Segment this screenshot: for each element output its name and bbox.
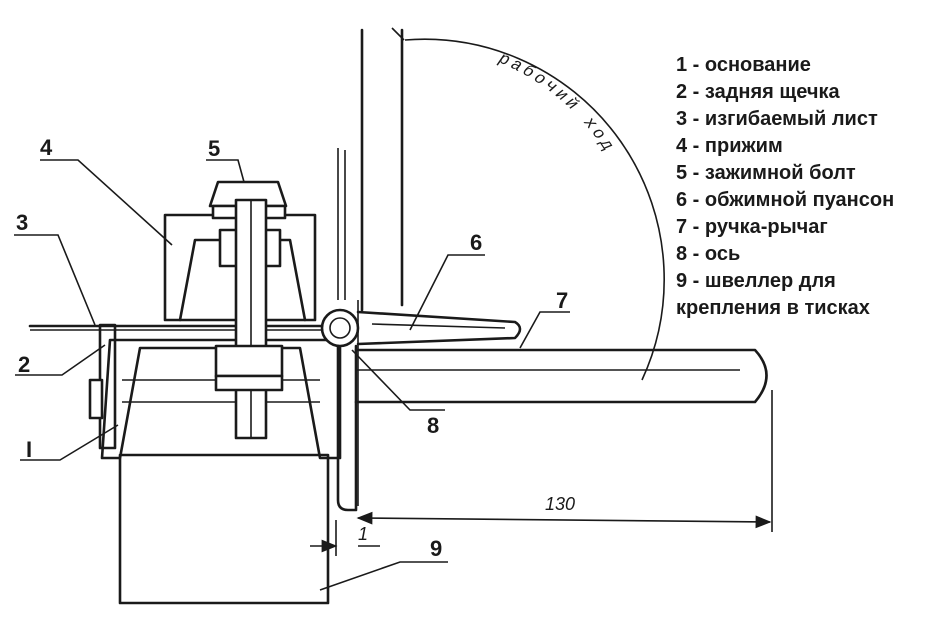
leader-lines — [14, 159, 570, 591]
legend-item: 7 - ручка-рычаг — [676, 216, 828, 238]
legend-item: 1 - основание — [676, 54, 811, 76]
rear-cheek-2 — [88, 323, 117, 450]
working-stroke-arc: рабочий ход — [404, 38, 665, 381]
crimp-punch-6 — [356, 310, 522, 346]
legend-item: 6 - обжимной пуансон — [676, 189, 895, 211]
legend-item: 2 - задняя щечка — [676, 81, 840, 103]
sheet-3 — [28, 324, 332, 331]
legend-item: 9 - швеллер для — [676, 270, 836, 292]
dimension-1: 1 — [310, 520, 380, 556]
dimension-130: 130 — [356, 390, 773, 532]
arc-label: рабочий ход — [495, 49, 618, 157]
legend-item: 8 - ось — [676, 243, 741, 265]
axle-8 — [320, 308, 360, 348]
bolt-5 — [208, 180, 288, 440]
callout-6: 6 — [470, 230, 482, 255]
callout-2: 2 — [18, 352, 30, 377]
legend-item: 5 - зажимной болт — [676, 162, 856, 184]
callout-4: 4 — [40, 135, 53, 160]
callout-9: 9 — [430, 536, 442, 561]
legend-item: 4 - прижим — [676, 135, 783, 157]
legend-item: 3 - изгибаемый лист — [676, 108, 878, 130]
dimension-130-label: 130 — [545, 494, 575, 514]
handle-lever-7 — [354, 348, 768, 404]
callout-5: 5 — [208, 136, 220, 161]
legend-item: крепления в тисках — [676, 297, 870, 319]
parts-legend: 1 - основание 2 - задняя щечка 3 - изгиб… — [676, 52, 946, 322]
callout-1: I — [26, 437, 32, 462]
callout-7: 7 — [556, 288, 568, 313]
channel-9 — [118, 453, 330, 605]
callout-3: 3 — [16, 210, 28, 235]
lever-raised-position — [337, 27, 405, 312]
callout-8: 8 — [427, 413, 439, 438]
dimension-1-label: 1 — [358, 524, 368, 544]
